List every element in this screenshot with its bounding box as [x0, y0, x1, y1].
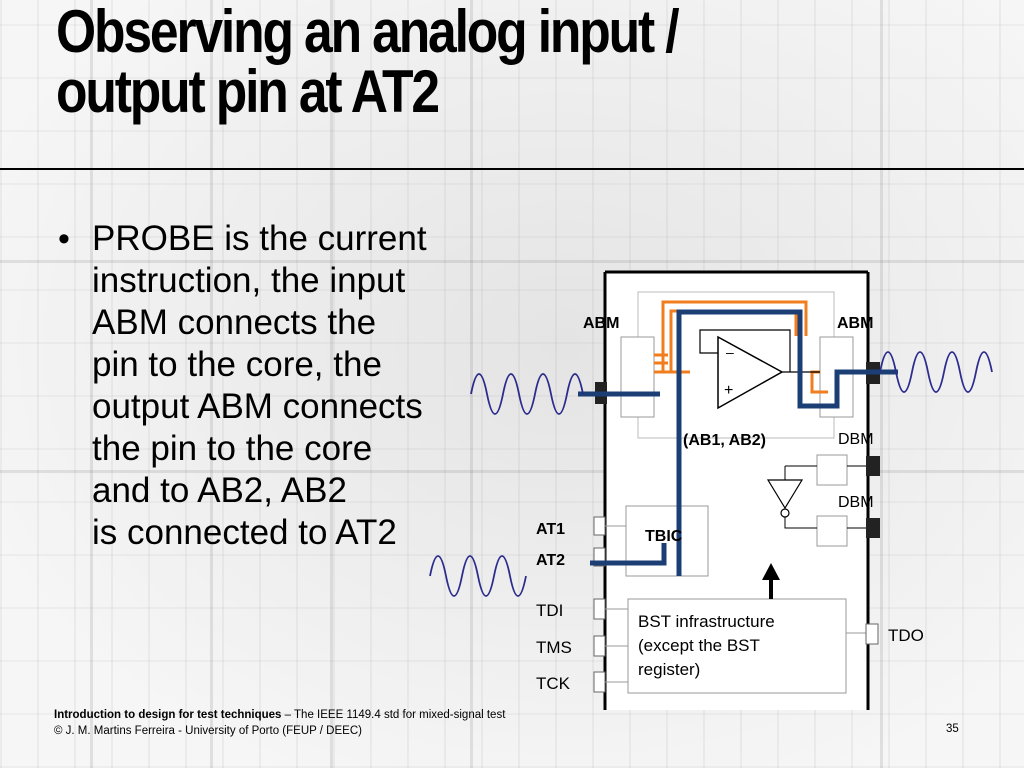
sine-wave-input-icon: [470, 373, 584, 415]
tdi-label: TDI: [536, 601, 563, 620]
abm-right-label: ABM: [837, 315, 873, 332]
bullet-line: PROBE is the current: [92, 219, 427, 258]
tdi-pin: [593, 598, 606, 620]
bullet-line: ABM connects the: [92, 303, 377, 342]
probe-signal-path: [578, 309, 898, 576]
title-line-1: Observing an analog input /: [56, 0, 680, 65]
digital-pin-1: [866, 456, 880, 476]
sine-wave-output-icon: [879, 351, 993, 393]
opamp-plus-label: +: [724, 382, 733, 399]
bus-label: (AB1, AB2): [683, 432, 766, 449]
tms-label: TMS: [536, 638, 572, 657]
at1-label: AT1: [536, 521, 565, 538]
slide-title: Observing an analog input / output pin a…: [56, 2, 882, 122]
op-amp: [699, 329, 820, 410]
at2-label: AT2: [536, 552, 565, 569]
tck-pin: [593, 671, 606, 693]
dbm-bottom-box: [816, 515, 848, 547]
abm-left-label: ABM: [583, 315, 619, 332]
sine-wave-at2-icon: [429, 555, 527, 597]
bullet-marker: •: [58, 220, 70, 258]
footer-course-title: Introduction to design for test techniqu…: [54, 709, 282, 721]
buffer-gate: [766, 465, 817, 529]
tdo-pin: [865, 623, 879, 645]
abm-left-box: [620, 336, 655, 418]
tms-pin: [593, 635, 606, 657]
dbm-bottom-label: DBM: [838, 494, 874, 511]
bullet-item: PROBE is the current instruction, the in…: [92, 218, 427, 554]
bullet-line: and to AB2, AB2: [92, 471, 347, 510]
slide-footer: Introduction to design for test techniqu…: [54, 707, 505, 739]
title-divider: [0, 168, 1024, 170]
at2-pin: [593, 547, 606, 567]
opamp-minus-label: –: [726, 344, 734, 360]
sine-waves: [429, 351, 993, 597]
title-line-2: output pin at AT2: [56, 58, 440, 125]
bullet-line: output ABM connects: [92, 387, 423, 426]
page-number: 35: [946, 723, 959, 735]
footer-course-subtitle: – The IEEE 1149.4 std for mixed-signal t…: [281, 709, 506, 721]
tck-label: TCK: [536, 674, 571, 693]
tbic-label: TBIC: [645, 528, 683, 545]
bullet-line: pin to the core, the: [92, 345, 382, 384]
dbm-top-box: [816, 454, 848, 486]
bst-line-3: register): [638, 660, 700, 679]
bullet-line: is connected to AT2: [92, 513, 397, 552]
bullet-line: instruction, the input: [92, 261, 406, 300]
footer-copyright: © J. M. Martins Ferreira - University of…: [54, 725, 362, 737]
dbm-top-label: DBM: [838, 431, 874, 448]
bst-line-1: BST infrastructure: [638, 612, 775, 631]
at1-pin: [593, 516, 606, 536]
digital-pin-2: [866, 518, 880, 538]
control-arrow-icon: [762, 563, 780, 599]
bst-infrastructure-box: [627, 598, 847, 694]
bst-line-2: (except the BST: [638, 636, 760, 655]
footer-course: Introduction to design for test techniqu…: [54, 707, 505, 723]
tdo-label: TDO: [888, 626, 924, 645]
bullet-line: the pin to the core: [92, 429, 373, 468]
